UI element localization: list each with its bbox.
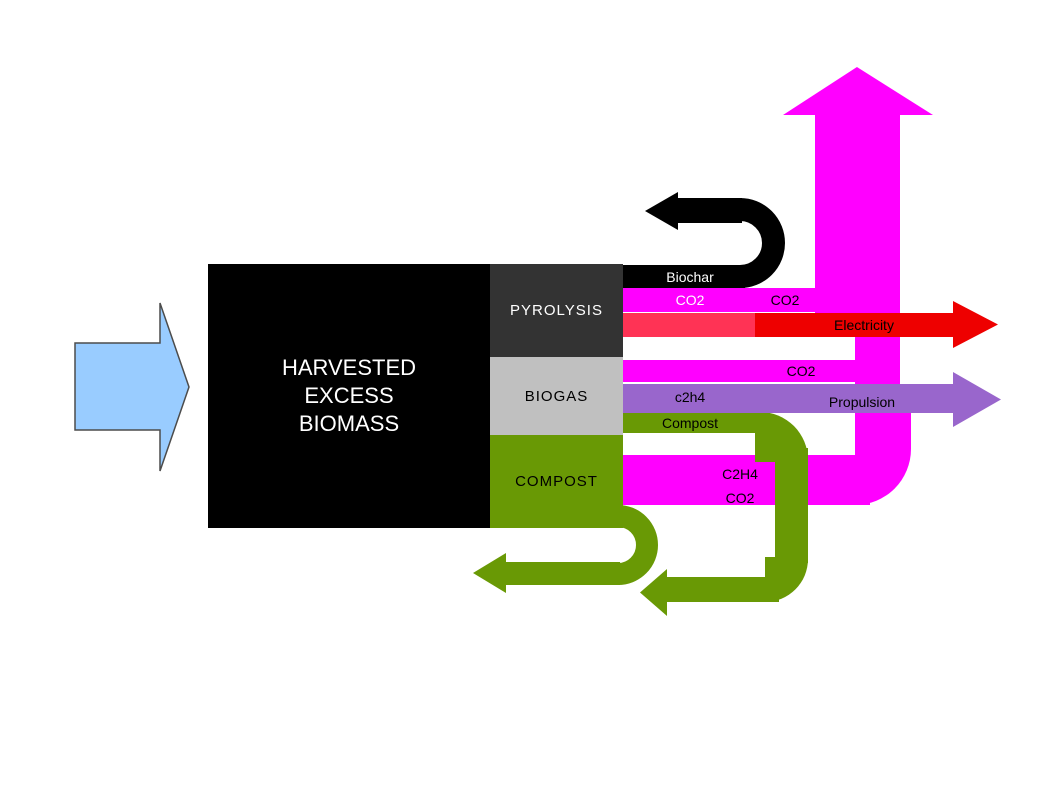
pyrolysis-co2-label: CO2 [675, 292, 705, 308]
electricity-arrowhead [953, 301, 998, 348]
propulsion-flow-label: Propulsion [828, 394, 896, 410]
process-box-biogas: BIOGAS [490, 357, 623, 435]
pyrolysis-co2-band [623, 288, 900, 312]
compost-return-band [505, 562, 620, 585]
pyrolysis-co2-riser-label: CO2 [770, 292, 800, 308]
co2-riser-arrowhead [783, 67, 933, 115]
biochar-return-arrowhead [645, 192, 678, 230]
process-box-compost: COMPOST [490, 435, 623, 528]
input-arrow [74, 302, 190, 472]
compost-recycle-return-band [664, 577, 779, 602]
source-box: HARVESTED EXCESS BIOMASS [208, 264, 490, 528]
source-line-3: BIOMASS [298, 411, 400, 436]
compost-recycle-column [775, 448, 808, 563]
source-box-title: HARVESTED EXCESS BIOMASS [208, 264, 490, 528]
compost-co2-label: CO2 [725, 490, 755, 506]
compost-recycle-band [623, 412, 765, 433]
source-line-2: EXCESS [304, 383, 394, 408]
compost-return-arrowhead [473, 553, 506, 593]
biogas-co2-label: CO2 [786, 363, 816, 379]
compost-label: COMPOST [515, 473, 598, 490]
source-line-1: HARVESTED [281, 355, 417, 380]
process-box-pyrolysis: PYROLYSIS [490, 264, 623, 357]
biochar-flow-label: Biochar [666, 269, 714, 285]
compost-recycle-arrowhead [640, 569, 667, 616]
electricity-flow-label: Electricity [834, 317, 894, 333]
biogas-co2-band [623, 360, 900, 382]
biogas-label: BIOGAS [524, 387, 589, 405]
pyrolysis-label: PYROLYSIS [510, 302, 603, 319]
compost-gas-band [623, 455, 870, 505]
electricity-source-band [623, 313, 755, 337]
compost-recycle-label: Compost [661, 415, 719, 431]
electricity-band [755, 313, 953, 337]
compost-return-curve [618, 505, 658, 585]
biochar-band [623, 265, 745, 288]
c2h4-flow-label: c2h4 [674, 389, 706, 405]
propulsion-band [623, 384, 953, 413]
propulsion-arrowhead [953, 372, 1001, 427]
biochar-return-band [676, 198, 742, 223]
compost-c2h4-label: C2H4 [722, 466, 758, 482]
